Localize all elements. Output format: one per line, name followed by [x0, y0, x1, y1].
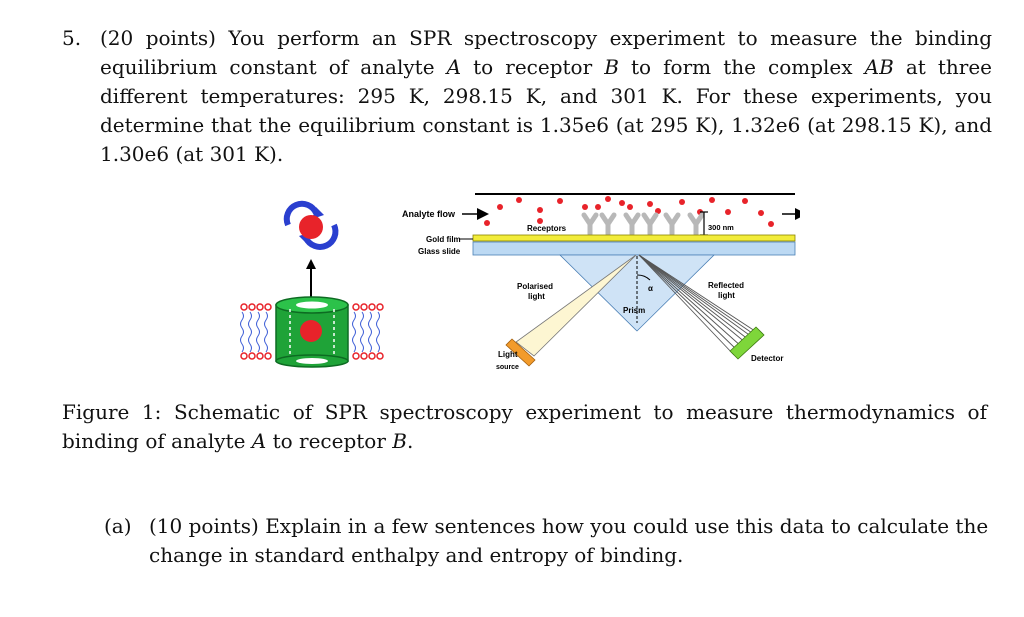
up-arrow-icon — [306, 259, 316, 269]
subquestion-a: (a) (10 points) Explain in a few sentenc… — [104, 512, 989, 570]
detector-label: Detector — [751, 354, 783, 363]
free-analyte — [299, 215, 323, 239]
figure-caption: Figure 1: Schematic of SPR spectroscopy … — [62, 400, 987, 453]
receptors-label: Receptors — [527, 224, 567, 233]
membrane-right — [352, 303, 384, 360]
detector — [729, 326, 765, 360]
angle-label: α — [648, 284, 653, 293]
reflected-label: Reflected — [708, 281, 744, 290]
rotation-arrow-icon — [283, 200, 319, 227]
receptor-variable: B — [604, 55, 619, 79]
membrane-left — [240, 303, 272, 360]
spr-apparatus: Analyte flow Receptors 300 nm Gold film — [402, 193, 807, 371]
problem-statement: 5. (20 points) You perform an SPR spectr… — [62, 24, 992, 169]
rotation-arrow-icon — [303, 223, 339, 250]
analyte-variable: A — [446, 55, 462, 79]
spr-schematic: Analyte flow Receptors 300 nm Gold film — [240, 193, 807, 371]
problem-text: (20 points) You perform an SPR spectrosc… — [100, 26, 993, 166]
complex-variable: AB — [864, 55, 894, 79]
incident-light-beam — [515, 254, 637, 357]
thickness-label: 300 nm — [708, 223, 734, 232]
light-source-label-2: source — [496, 364, 519, 371]
light-source — [505, 338, 536, 367]
gold-film-label: Gold film — [426, 235, 461, 244]
receptor-array — [581, 212, 705, 237]
glass-slide-label: Glass slide — [418, 247, 461, 256]
reflected-light-label: light — [718, 291, 735, 300]
subquestion-text: (10 points) Explain in a few sentences h… — [149, 514, 989, 567]
glass-slide — [472, 241, 796, 256]
prism-label: Prism — [623, 306, 645, 315]
polarised-label: Polarised — [517, 282, 553, 291]
subquestion-label: (a) — [104, 514, 132, 538]
analyte-flow-label: Analyte flow — [402, 209, 456, 219]
bound-analyte — [300, 320, 322, 342]
spr-figure: Analyte flow Receptors 300 nm Gold film — [230, 185, 807, 385]
gold-film — [472, 234, 796, 242]
problem-number: 5. — [62, 26, 82, 50]
binding-diagram — [240, 200, 384, 368]
reflected-rays — [638, 254, 759, 356]
polarised-light-label: light — [528, 292, 545, 301]
light-source-label-1: Light — [498, 350, 518, 359]
